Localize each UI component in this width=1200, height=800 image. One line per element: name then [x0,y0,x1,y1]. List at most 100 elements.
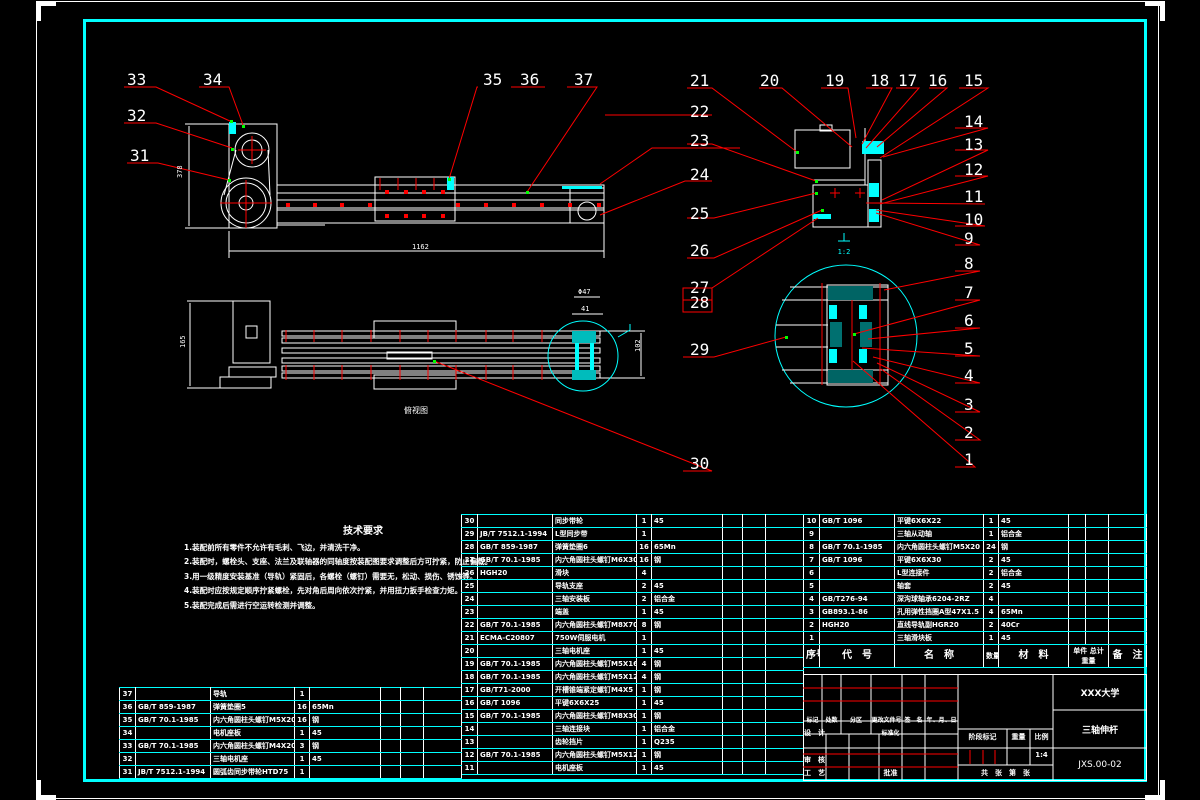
bom-item-name: 内六角圆柱头螺钉M8X30 [552,709,637,723]
bom-item-total-weight [1085,605,1109,619]
bom-item-code: GB893.1-86 [819,605,895,619]
bom-item-remark [765,605,804,619]
dim-front-height: 378 [176,165,184,178]
bom-item-name: 开槽锥端紧定螺钉M4X5 [552,683,637,697]
bom-item-no: 32 [119,752,136,766]
balloon-14: 14 [964,112,983,131]
front-view-centerlines [220,136,435,228]
bom-item-qty: 4 [983,605,999,619]
tb-scale-label: 比例 [1034,733,1049,741]
bom-item-code: GB/T 70.1-1985 [477,670,553,684]
balloon-32: 32 [127,106,146,125]
balloon-31: 31 [130,146,149,165]
top-carriage-upper [373,320,457,339]
balloon-8: 8 [964,254,974,273]
bom-item-material: 铝合金 [651,592,723,606]
bom-item-no: 7 [803,553,820,567]
bom-item-material: 钢 [651,709,723,723]
bom-item-name: 导轨 [210,687,295,701]
bom-item-no: 20 [461,644,478,658]
balloon-2: 2 [964,423,974,442]
bom-item-total-weight [742,670,766,684]
bom-item-qty: 1 [636,644,652,658]
balloon-30: 30 [690,454,709,473]
bom-item-name: 内六角圆柱头螺钉M6X30 [552,553,637,567]
bom-item-total-weight [742,631,766,645]
bom-item-total-weight [1085,579,1109,593]
motor-outline [232,300,271,364]
bom-item-name: 弹簧垫圈6 [552,540,637,554]
bom-item-name: 平键6X6X25 [552,696,637,710]
bom-header-no: 序号 [803,644,820,668]
bom-item-name: 平键6X6X22 [894,514,984,528]
bom-item-no: 14 [461,722,478,736]
bom-item-qty: 1 [983,631,999,645]
bom-item-total-weight [742,748,766,762]
bom-header-remark: 备 注 [1108,644,1147,668]
bom-item-unit-weight [1068,553,1086,567]
section-mark [838,233,850,242]
bom-item-no: 30 [461,514,478,528]
bom-item-qty: 1 [294,687,310,701]
balloon-7: 7 [964,283,974,302]
bom-item-name: 内六角圆柱头螺钉M5X20 [210,713,295,727]
bom-item-total-weight [1085,592,1109,606]
tb-drawing-number: JXS.00-02 [1078,760,1122,770]
bom-item-code [477,592,553,606]
bom-item-unit-weight [1068,540,1086,554]
bom-item-material [651,631,723,645]
bom-item-material: 45 [998,579,1069,593]
bom-item-no: 5 [803,579,820,593]
bom-item-material: 钢 [651,657,723,671]
bom-item-material: 65Mn [998,605,1069,619]
bom-item-code: GB/T71-2000 [477,683,553,697]
balloon-36: 36 [520,70,539,89]
balloon-11: 11 [964,187,983,206]
bom-item-name: 电机座板 [210,726,295,740]
bom-item-total-weight [742,722,766,736]
bom-item-total-weight [1085,540,1109,554]
bom-item-remark [765,696,804,710]
bom-item-qty: 1 [636,527,652,541]
dim-top-width-1: Φ47 [578,288,591,296]
tb-standardize: 标准化 [881,730,900,737]
bom-item-code: GB/T 859-1987 [135,700,211,714]
bom-item-unit-weight [1068,618,1086,632]
bom-item-no: 11 [461,761,478,775]
tb-drawing-title: 三轴伸杆 [1081,726,1118,736]
bom-item-material: 40Cr [998,618,1069,632]
bom-header-unit: 单件 [1073,647,1088,655]
bom-item-no: 6 [803,566,820,580]
bom-item-total-weight [742,735,766,749]
bom-item-remark [765,631,804,645]
bom-item-remark [1108,566,1147,580]
bom-item-no: 18 [461,670,478,684]
bom-item-name: 内六角圆柱头螺钉M8X70 [552,618,637,632]
bom-item-material: 铝合金 [998,566,1069,580]
bom-item-no: 31 [119,765,136,779]
bom-item-remark [765,709,804,723]
bom-item-remark [765,644,804,658]
bom-item-no: 3 [803,605,820,619]
bom-item-unit-weight [722,527,743,541]
dim-top-height: 165 [179,335,187,348]
bom-item-remark [1108,618,1147,632]
balloon-6: 6 [964,311,974,330]
bom-item-qty: 4 [636,670,652,684]
tb-scale-value: 1:4 [1035,751,1048,759]
bom-item-code: GB/T 70.1-1985 [135,713,211,727]
bom-item-remark [765,579,804,593]
carriage [374,176,456,222]
bom-item-material: 45 [651,514,723,528]
corner-mark-br [1145,795,1160,800]
